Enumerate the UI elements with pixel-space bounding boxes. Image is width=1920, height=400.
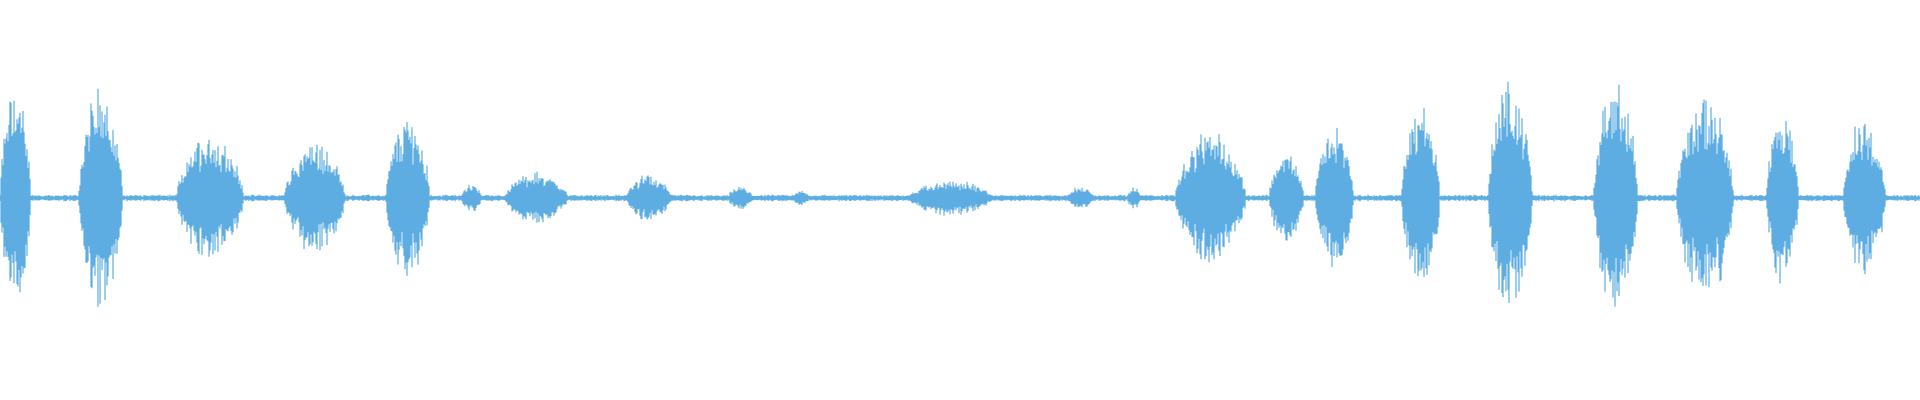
waveform-path <box>0 81 1920 307</box>
waveform-bars <box>0 81 1920 307</box>
